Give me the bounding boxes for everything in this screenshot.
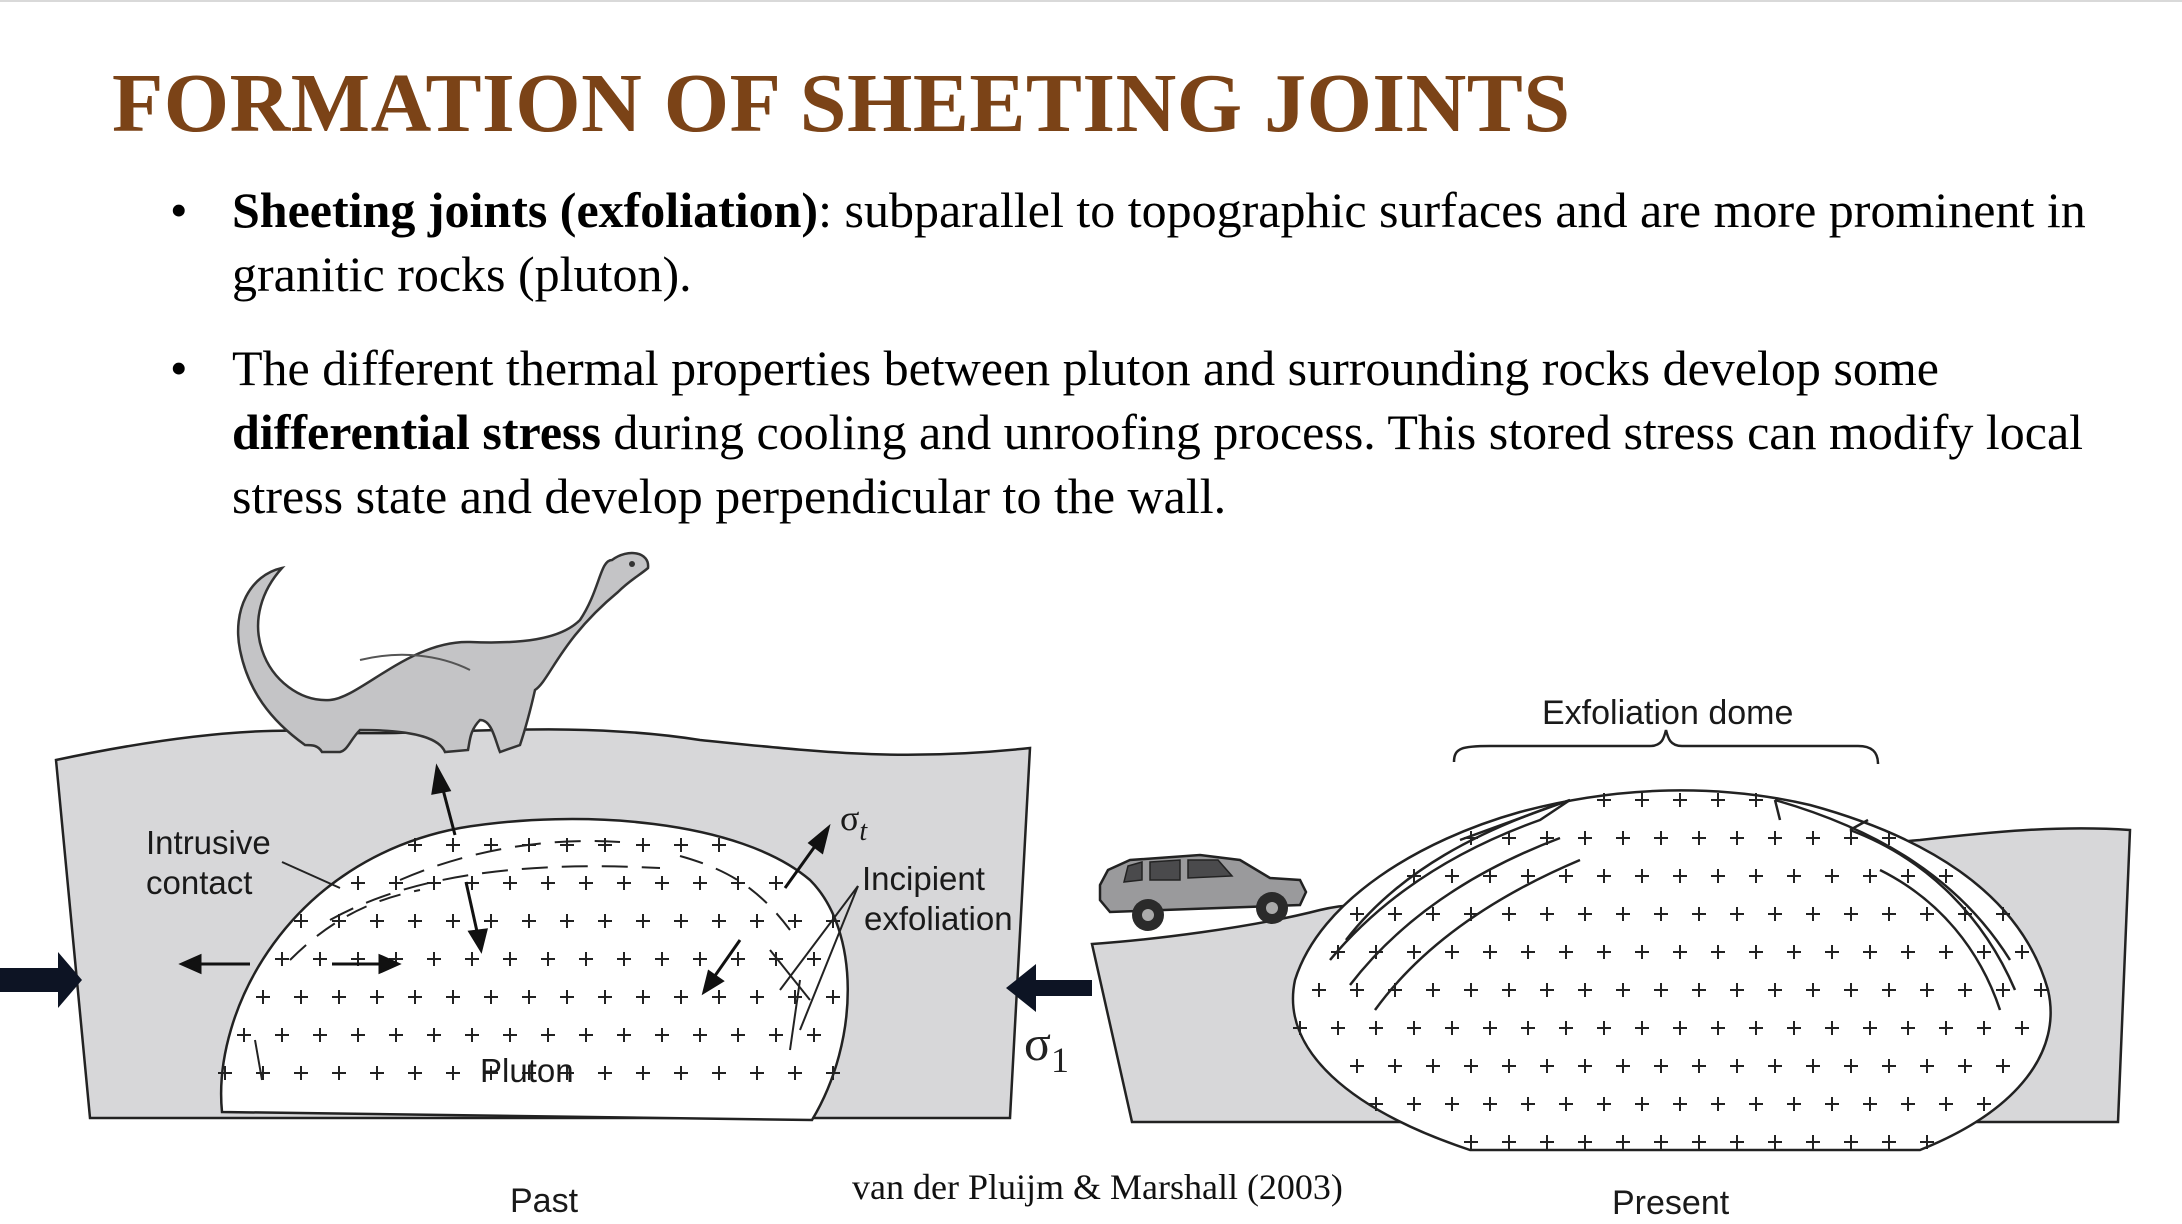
bullet-marker: • xyxy=(170,340,188,396)
suv-illustration xyxy=(1098,853,1308,931)
sigma-1-symbol: σ xyxy=(1024,1015,1051,1071)
pluton-label: Pluton xyxy=(480,1052,574,1089)
pluton-texture-present xyxy=(1293,793,2048,1149)
bullet-text: : subparallel to topographic surfaces an… xyxy=(232,182,2086,302)
east-arrow-icon xyxy=(0,952,82,1008)
sigma-t-symbol: σ xyxy=(840,798,859,838)
dome-brace xyxy=(1452,729,1880,765)
dinosaur-illustration xyxy=(236,551,650,754)
figure-credit: van der Pluijm & Marshall (2003) xyxy=(852,1167,1343,1207)
bold-term: differential stress xyxy=(232,404,601,460)
incipient-exfoliation-joints xyxy=(254,840,811,1081)
bullet-text: The different thermal properties between… xyxy=(232,340,1939,396)
sigma-t-label: σt xyxy=(840,798,868,847)
bullet-item: • Sheeting joints (exfoliation): subparal… xyxy=(160,178,2120,306)
stress-arrows-past xyxy=(178,763,831,996)
present-panel: Exfoliation dome Present xyxy=(1090,694,2132,1222)
present-caption: Present xyxy=(1612,1184,1730,1222)
incipient-exfoliation-label: exfoliation xyxy=(864,900,1013,937)
exfoliation-dome-label: Exfoliation dome xyxy=(1542,694,1793,732)
slide-top-border xyxy=(0,0,2182,2)
west-arrow-icon xyxy=(1006,964,1092,1012)
exfoliation-figure: Intrusive contact σt Incipient exfoliati… xyxy=(0,551,2132,1222)
incipient-exfoliation-label: Incipient xyxy=(862,860,985,897)
pluton-texture-past xyxy=(218,838,840,1080)
sigma-t-subscript: t xyxy=(859,816,868,847)
bullet-text: during cooling and unroofing process. Th… xyxy=(232,404,2084,524)
bullet-list: • Sheeting joints (exfoliation): subparal… xyxy=(160,178,2120,528)
past-caption: Past xyxy=(510,1182,579,1220)
sigma-1-label: σ1 xyxy=(1024,1015,1069,1080)
intrusive-contact-label: contact xyxy=(146,864,252,901)
past-panel: Intrusive contact σt Incipient exfoliati… xyxy=(0,551,1032,1220)
intrusive-contact-label: Intrusive xyxy=(146,824,271,861)
pluton-past xyxy=(219,817,849,1122)
sigma-1-subscript: 1 xyxy=(1051,1040,1069,1080)
bullet-marker: • xyxy=(170,182,188,238)
pluton-present xyxy=(1291,789,2052,1152)
slide-title: FORMATION OF SHEETING JOINTS xyxy=(112,57,1571,150)
exfoliation-sheets xyxy=(1329,798,2017,1011)
bold-term: Sheeting joints (exfoliation) xyxy=(232,182,819,238)
bullet-item: • The different thermal properties betwee… xyxy=(160,336,2120,528)
